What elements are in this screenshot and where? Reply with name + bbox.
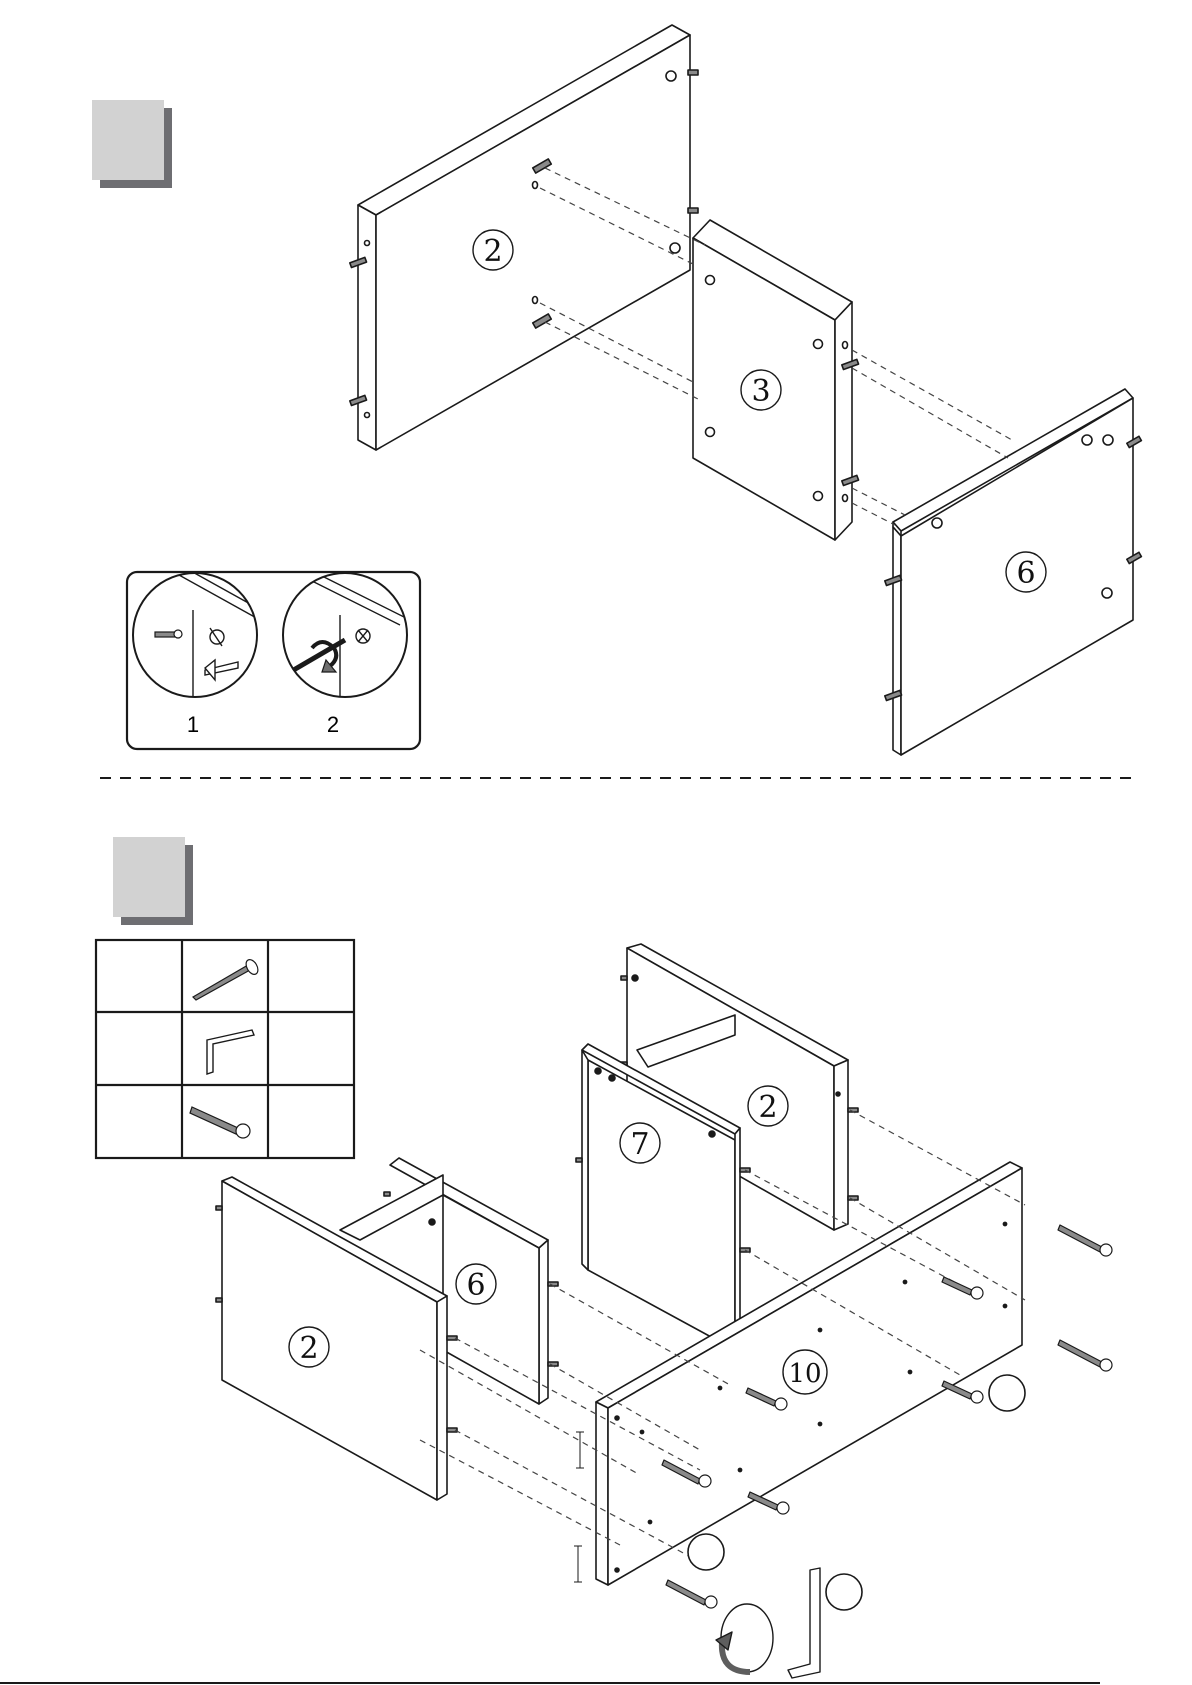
panel-2-step-one (350, 25, 698, 450)
rotate-arrow-icon (716, 1604, 773, 1672)
short-screw-icon (748, 1492, 789, 1514)
cam-lock-inset: 1 2 (127, 565, 420, 749)
part-label-2-step-two-back: 2 (748, 1086, 788, 1126)
part-label-text: 7 (630, 1127, 649, 1162)
part-label-10-step-two: 10 (783, 1350, 827, 1394)
part-label-6-step-two: 6 (456, 1264, 496, 1304)
part-label-text: 2 (758, 1090, 777, 1125)
part-label-text: 6 (1016, 556, 1035, 591)
dimension-marks (574, 1432, 584, 1582)
part-label-2-step-one: 2 (473, 230, 513, 270)
part-label-7-step-two: 7 (620, 1123, 660, 1163)
part-label-2-step-two-front: 2 (289, 1327, 329, 1367)
part-label-text: 10 (788, 1359, 821, 1389)
allen-key-icon (788, 1568, 820, 1678)
inset-step-label-1: 1 (187, 712, 199, 737)
part-label-text: 3 (751, 374, 770, 409)
part-label-6-step-one: 6 (1006, 552, 1046, 592)
inset-step-label-2: 2 (327, 712, 339, 737)
callout-circle (989, 1375, 1025, 1411)
part-label-text: 2 (299, 1331, 318, 1366)
callout-circle (688, 1534, 724, 1570)
long-screw-icon (666, 1580, 717, 1608)
long-screw-icon (1058, 1340, 1112, 1371)
short-screw-icon (942, 1381, 983, 1403)
part-label-text: 2 (483, 234, 502, 269)
part-label-text: 6 (466, 1268, 485, 1303)
part-label-3-step-one: 3 (741, 370, 781, 410)
panel-2-step-two-front (216, 1177, 457, 1500)
callout-circle (826, 1574, 862, 1610)
long-screw-icon (1058, 1225, 1112, 1256)
